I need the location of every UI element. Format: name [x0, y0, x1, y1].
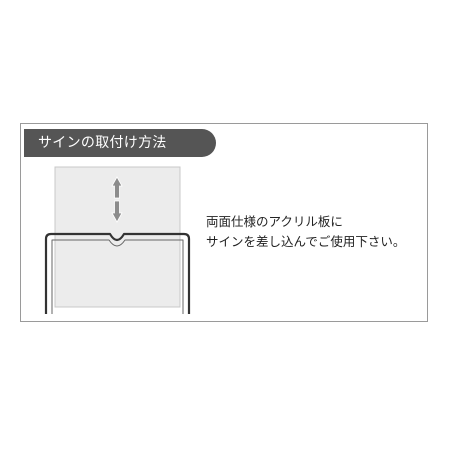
- instruction-text: 両面仕様のアクリル板に サインを差し込んでご使用下さい。: [206, 212, 421, 252]
- instruction-line-1: 両面仕様のアクリル板に: [206, 214, 343, 229]
- up-arrow-icon: [111, 176, 123, 199]
- down-arrow-icon: [111, 200, 123, 223]
- section-title: サインの取付け方法: [24, 129, 216, 157]
- acrylic-holder-frame: [44, 232, 191, 314]
- instruction-line-2: サインを差し込んでご使用下さい。: [206, 234, 406, 249]
